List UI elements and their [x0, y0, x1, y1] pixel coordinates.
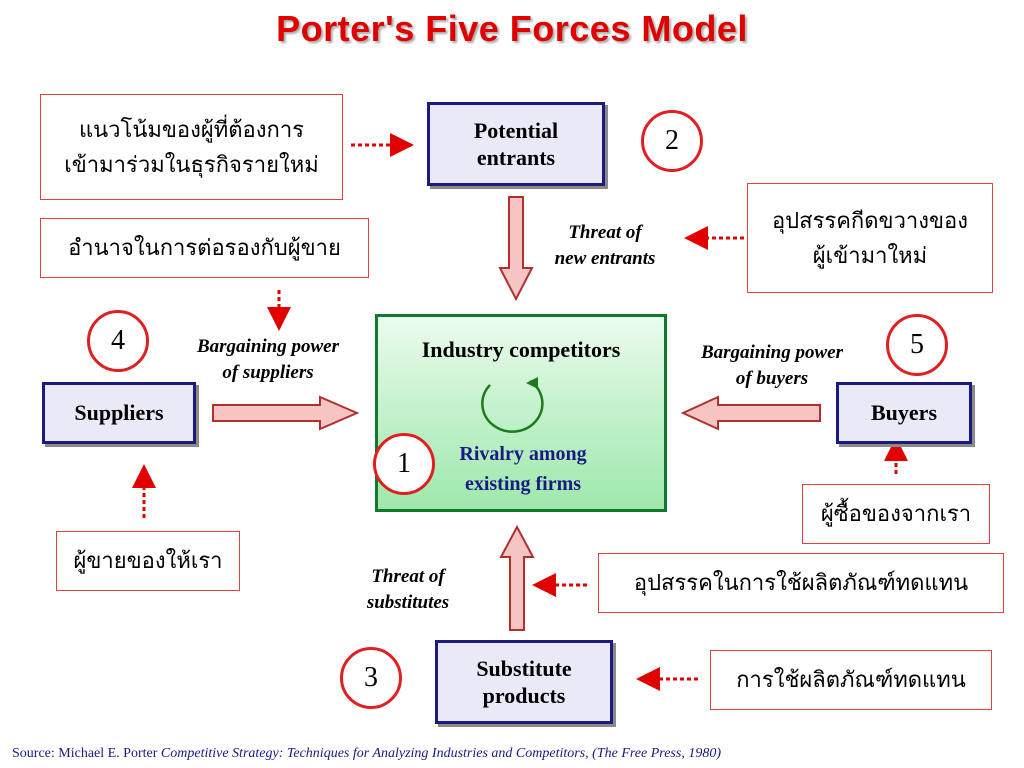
suppliers-label: Suppliers — [74, 400, 164, 426]
substitute-products-box: Substitute products — [435, 640, 613, 724]
rivalry-cycle-icon — [481, 377, 544, 433]
force-number-1: 1 — [373, 433, 435, 495]
note-our-buyers: ผู้ซื้อของจากเรา — [802, 484, 990, 544]
industry-competitors-label: Industry competitors — [421, 337, 621, 362]
arrow-substitutes-up — [499, 524, 535, 631]
suppliers-box: Suppliers — [42, 382, 196, 444]
force-number-5: 5 — [886, 314, 948, 376]
note-our-suppliers-text: ผู้ขายของให้เรา — [73, 548, 223, 574]
note-entry-barriers: อุปสรรคกีดขวางของ ผู้เข้ามาใหม่ — [747, 183, 993, 293]
source-prefix: Source: Michael E. Porter — [12, 746, 161, 761]
source-title: Competitive Strategy: Techniques for Ana… — [160, 746, 721, 761]
force-number-4: 4 — [87, 310, 149, 372]
page-title: Porter's Five Forces Model — [276, 8, 748, 49]
potential-entrants-box: Potential entrants — [427, 102, 605, 186]
force-number-3: 3 — [340, 647, 402, 709]
force-number-2: 2 — [641, 110, 703, 172]
buyers-box: Buyers — [836, 382, 972, 444]
note-substitute-use: การใช้ผลิตภัณฑ์ทดแทน — [710, 650, 992, 710]
note-entry-barriers-text: อุปสรรคกีดขวางของ ผู้เข้ามาใหม่ — [771, 207, 969, 268]
note-substitute-barriers: อุปสรรคในการใช้ผลิตภัณฑ์ทดแทน — [598, 553, 1004, 613]
note-entrants-trend: แนวโน้มของผู้ที่ต้องการ เข้ามาร่วมในธุรก… — [40, 94, 343, 200]
potential-entrants-label: Potential entrants — [473, 117, 559, 171]
note-supplier-power: อำนาจในการต่อรองกับผู้ขาย — [40, 218, 369, 278]
note-substitute-barriers-text: อุปสรรคในการใช้ผลิตภัณฑ์ทดแทน — [633, 570, 969, 596]
bargaining-suppliers-label: Bargaining power of suppliers — [196, 336, 339, 383]
threat-substitutes-label: Threat of substitutes — [366, 566, 450, 613]
note-our-buyers-text: ผู้ซื้อของจากเรา — [820, 501, 972, 527]
note-our-suppliers: ผู้ขายของให้เรา — [56, 531, 240, 591]
source-citation: Source: Michael E. Porter Competitive St… — [12, 746, 721, 762]
bargaining-buyers-label: Bargaining power of buyers — [700, 342, 843, 389]
substitute-products-label: Substitute products — [476, 655, 572, 709]
arrow-entrants-down — [498, 196, 534, 302]
threat-new-entrants-label: Threat of new entrants — [554, 222, 656, 269]
note-entrants-trend-text: แนวโน้มของผู้ที่ต้องการ เข้ามาร่วมในธุรก… — [64, 116, 319, 177]
note-substitute-use-text: การใช้ผลิตภัณฑ์ทดแทน — [736, 667, 966, 693]
buyers-label: Buyers — [871, 400, 937, 426]
rivalry-label: Rivalry among existing firms — [459, 443, 587, 495]
arrow-buyers-left — [680, 395, 821, 431]
note-supplier-power-text: อำนาจในการต่อรองกับผู้ขาย — [68, 235, 341, 261]
arrow-suppliers-right — [212, 395, 360, 431]
